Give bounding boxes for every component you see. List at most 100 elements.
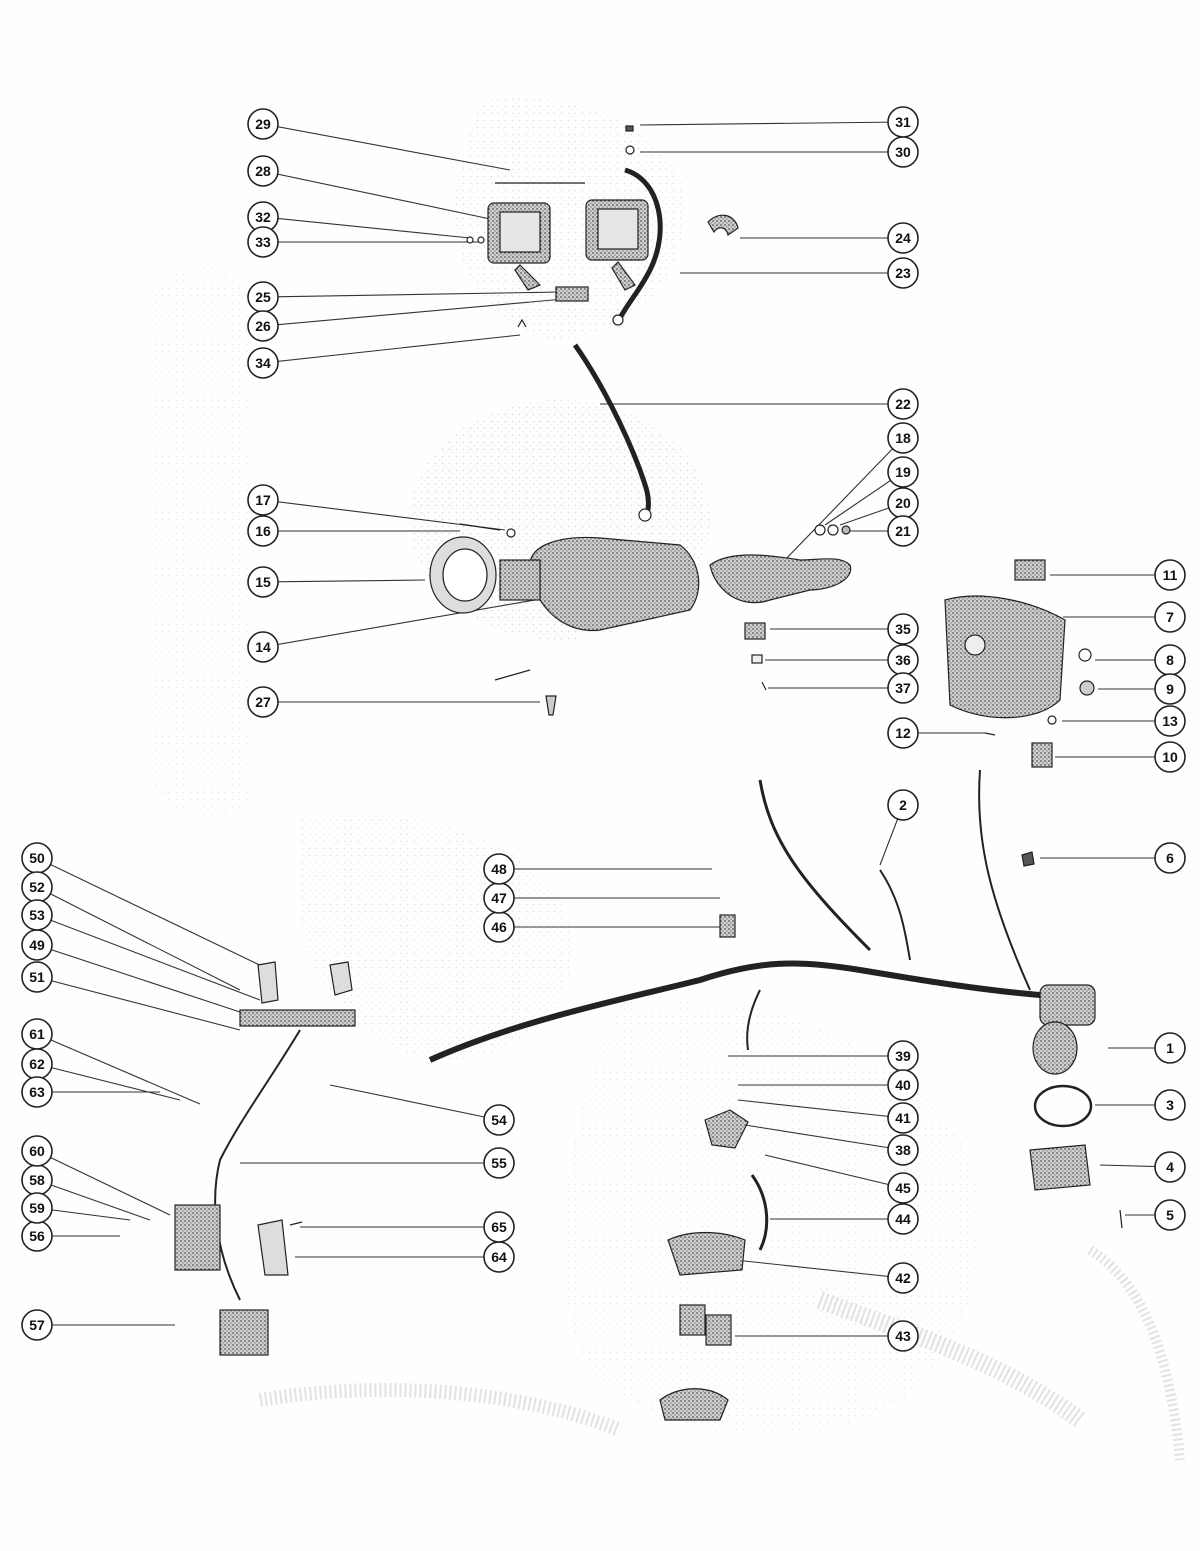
callout-circle <box>887 1320 919 1352</box>
callout-35: 35 <box>887 613 919 645</box>
leader-line-49 <box>36 944 241 1013</box>
callout-number: 56 <box>29 1228 45 1244</box>
callout-circle <box>887 257 919 289</box>
leader-line-29 <box>262 123 511 171</box>
callout-circle <box>1154 673 1186 705</box>
leader-lines <box>36 121 1171 1337</box>
callout-61: 61 <box>21 1018 53 1050</box>
leader-line-58 <box>36 1179 151 1221</box>
callout-circle <box>247 310 279 342</box>
callout-number: 42 <box>895 1270 911 1286</box>
callout-number: 8 <box>1166 652 1174 668</box>
callout-number: 16 <box>255 523 271 539</box>
callout-circle <box>483 1211 515 1243</box>
callout-number: 3 <box>1166 1097 1174 1113</box>
clamp-64 <box>257 1219 289 1276</box>
callout-number: 24 <box>895 230 911 246</box>
callout-42: 42 <box>887 1262 919 1294</box>
callout-21: 21 <box>887 515 919 547</box>
callout-circle <box>887 1172 919 1204</box>
starter-cable <box>572 343 651 511</box>
grommet-43a <box>679 1304 706 1336</box>
callout-number: 21 <box>895 523 911 539</box>
leader-line-31 <box>639 121 904 126</box>
callout-circle <box>247 515 279 547</box>
connector-boot-top <box>1014 559 1046 581</box>
callout-number: 5 <box>1166 1207 1174 1223</box>
callout-number: 30 <box>895 144 911 160</box>
callout-circle <box>887 388 919 420</box>
leader-line-14 <box>262 599 536 648</box>
callout-59: 59 <box>21 1192 53 1224</box>
callout-number: 29 <box>255 116 271 132</box>
starter-motor <box>499 536 700 632</box>
callout-56: 56 <box>21 1220 53 1252</box>
switch-box-module <box>944 595 1066 719</box>
callout-number: 64 <box>491 1249 507 1265</box>
callout-55: 55 <box>483 1147 515 1179</box>
callout-64: 64 <box>483 1241 515 1273</box>
callout-number: 23 <box>895 265 911 281</box>
cable-clip <box>707 214 739 237</box>
callout-number: 59 <box>29 1200 45 1216</box>
callout-10: 10 <box>1154 741 1186 773</box>
clip-46 <box>719 914 736 938</box>
callout-circle <box>21 1192 53 1224</box>
screw-lower <box>545 695 557 716</box>
callout-circle <box>887 422 919 454</box>
callout-number: 52 <box>29 879 45 895</box>
rubber-mount <box>744 622 766 640</box>
leader-line-53 <box>36 914 261 1001</box>
rectifier-module <box>174 1204 221 1271</box>
callout-circle <box>887 1102 919 1134</box>
callout-circle <box>887 789 919 821</box>
callout-circle <box>1154 741 1186 773</box>
leader-line-52 <box>36 886 241 991</box>
callout-14: 14 <box>247 631 279 663</box>
callout-38: 38 <box>887 1134 919 1166</box>
callout-number: 9 <box>1166 681 1174 697</box>
callout-36: 36 <box>887 644 919 676</box>
callout-circle <box>21 899 53 931</box>
leader-line-42 <box>734 1259 904 1279</box>
callout-number: 37 <box>895 680 911 696</box>
leader-line-54 <box>329 1084 500 1121</box>
callout-6: 6 <box>1154 842 1186 874</box>
callout-circle <box>1154 559 1186 591</box>
callout-63: 63 <box>21 1076 53 1108</box>
callout-2: 2 <box>887 789 919 821</box>
callout-number: 60 <box>29 1143 45 1159</box>
callout-8: 8 <box>1154 644 1186 676</box>
clip-6 <box>1021 851 1035 867</box>
terminal-block <box>239 1009 356 1027</box>
callout-17: 17 <box>247 484 279 516</box>
callout-20: 20 <box>887 487 919 519</box>
callout-circle <box>247 566 279 598</box>
leader-line-60 <box>36 1150 171 1216</box>
callout-30: 30 <box>887 136 919 168</box>
callout-circle <box>887 106 919 138</box>
callout-circle <box>21 1309 53 1341</box>
callout-22: 22 <box>887 388 919 420</box>
callout-number: 13 <box>1162 713 1178 729</box>
callout-circle <box>21 1135 53 1167</box>
callout-number: 39 <box>895 1048 911 1064</box>
callout-1: 1 <box>1154 1032 1186 1064</box>
callout-circle <box>887 1203 919 1235</box>
callout-circle <box>247 108 279 140</box>
starter-solenoid-left <box>487 202 551 291</box>
leader-line-38 <box>744 1124 904 1151</box>
screw <box>517 318 527 328</box>
callout-number: 43 <box>895 1328 911 1344</box>
terminal-bracket-left <box>257 961 279 1004</box>
main-wiring-harness <box>428 960 1041 1063</box>
callout-26: 26 <box>247 310 279 342</box>
leader-line-15 <box>262 579 426 583</box>
callout-number: 44 <box>895 1211 911 1227</box>
callout-number: 50 <box>29 850 45 866</box>
callout-53: 53 <box>21 899 53 931</box>
switch-module-lower <box>219 1309 269 1356</box>
callout-31: 31 <box>887 106 919 138</box>
callout-circle <box>247 226 279 258</box>
callout-number: 46 <box>491 919 507 935</box>
